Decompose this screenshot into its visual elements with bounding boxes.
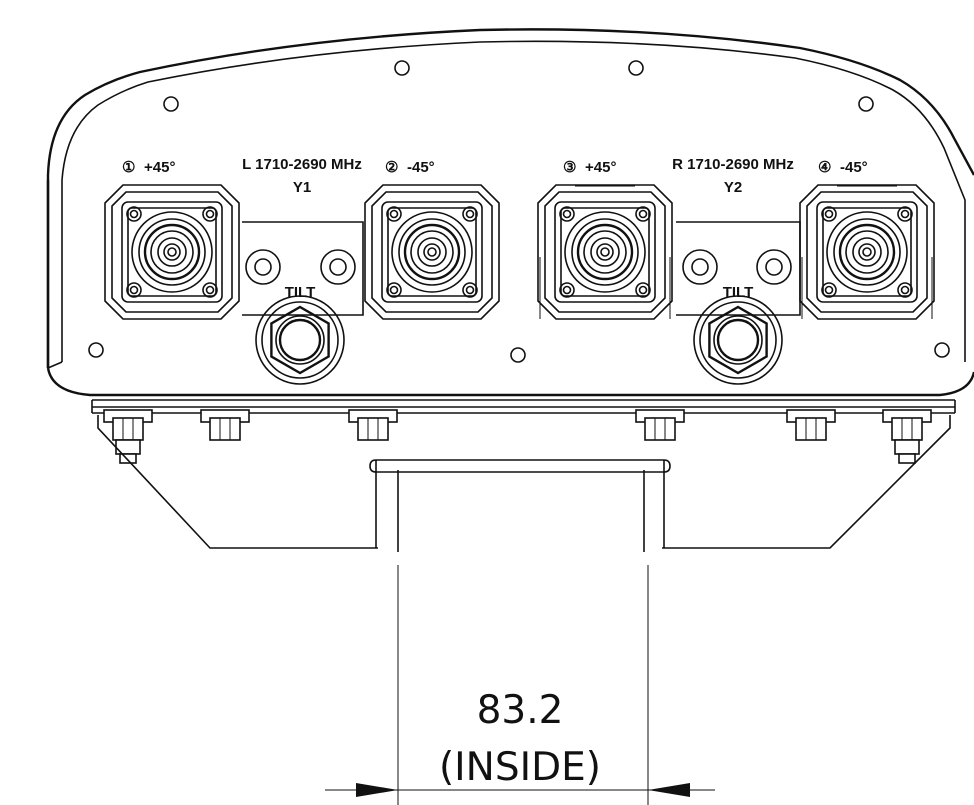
- port-3-number: ③: [563, 159, 576, 176]
- tilt-label-left: TILT: [285, 284, 316, 301]
- dimension-note: (INSIDE): [439, 745, 601, 790]
- connector-port-4: [799, 184, 935, 320]
- tilt-labels: TILT TILT: [285, 284, 754, 301]
- clamp-bolt-3: [348, 409, 398, 441]
- dimension-value: 83.2: [477, 688, 564, 733]
- tilt-side-holes: [245, 249, 792, 285]
- inside-dimension: 83.2 (INSIDE): [325, 565, 715, 805]
- housing-screw-holes: [88, 60, 950, 363]
- mounting-bracket: [97, 415, 951, 552]
- antenna-housing: [46, 28, 974, 414]
- port-2-polarization: -45°: [407, 159, 435, 176]
- band-labels: L 1710-2690 MHz Y1 R 1710-2690 MHz Y2: [242, 156, 794, 196]
- tilt-label-right: TILT: [723, 284, 754, 301]
- band-label-right: R 1710-2690 MHz: [672, 156, 794, 173]
- dimension-arrow-right: [648, 783, 690, 797]
- band-id-right: Y2: [724, 179, 742, 196]
- port-4-number: ④: [818, 159, 831, 176]
- connector-port-3: [537, 184, 673, 320]
- port-labels: ① +45° ② -45° ③ +45° ④ -45°: [122, 159, 868, 176]
- connector-group: [104, 184, 935, 320]
- clamp-bolt-6: [882, 409, 932, 464]
- port-4-polarization: -45°: [840, 159, 868, 176]
- tilt-nut-right: [693, 295, 783, 385]
- tilt-nut-left: [255, 295, 345, 385]
- clamp-bolt-4: [635, 409, 685, 441]
- band-id-left: Y1: [293, 179, 311, 196]
- port-1-number: ①: [122, 159, 135, 176]
- band-label-left: L 1710-2690 MHz: [242, 156, 362, 173]
- clamp-bolt-2: [200, 409, 250, 441]
- tilt-adjusters: [255, 295, 783, 385]
- clamp-bolts: [103, 409, 932, 464]
- port-2-number: ②: [385, 159, 398, 176]
- connector-port-1: [104, 184, 240, 320]
- port-3-polarization: +45°: [585, 159, 616, 176]
- dimension-arrow-left: [356, 783, 398, 797]
- clamp-bolt-1: [103, 409, 153, 464]
- port-1-polarization: +45°: [144, 159, 175, 176]
- clamp-bolt-5: [786, 409, 836, 441]
- connector-port-2: [364, 184, 500, 320]
